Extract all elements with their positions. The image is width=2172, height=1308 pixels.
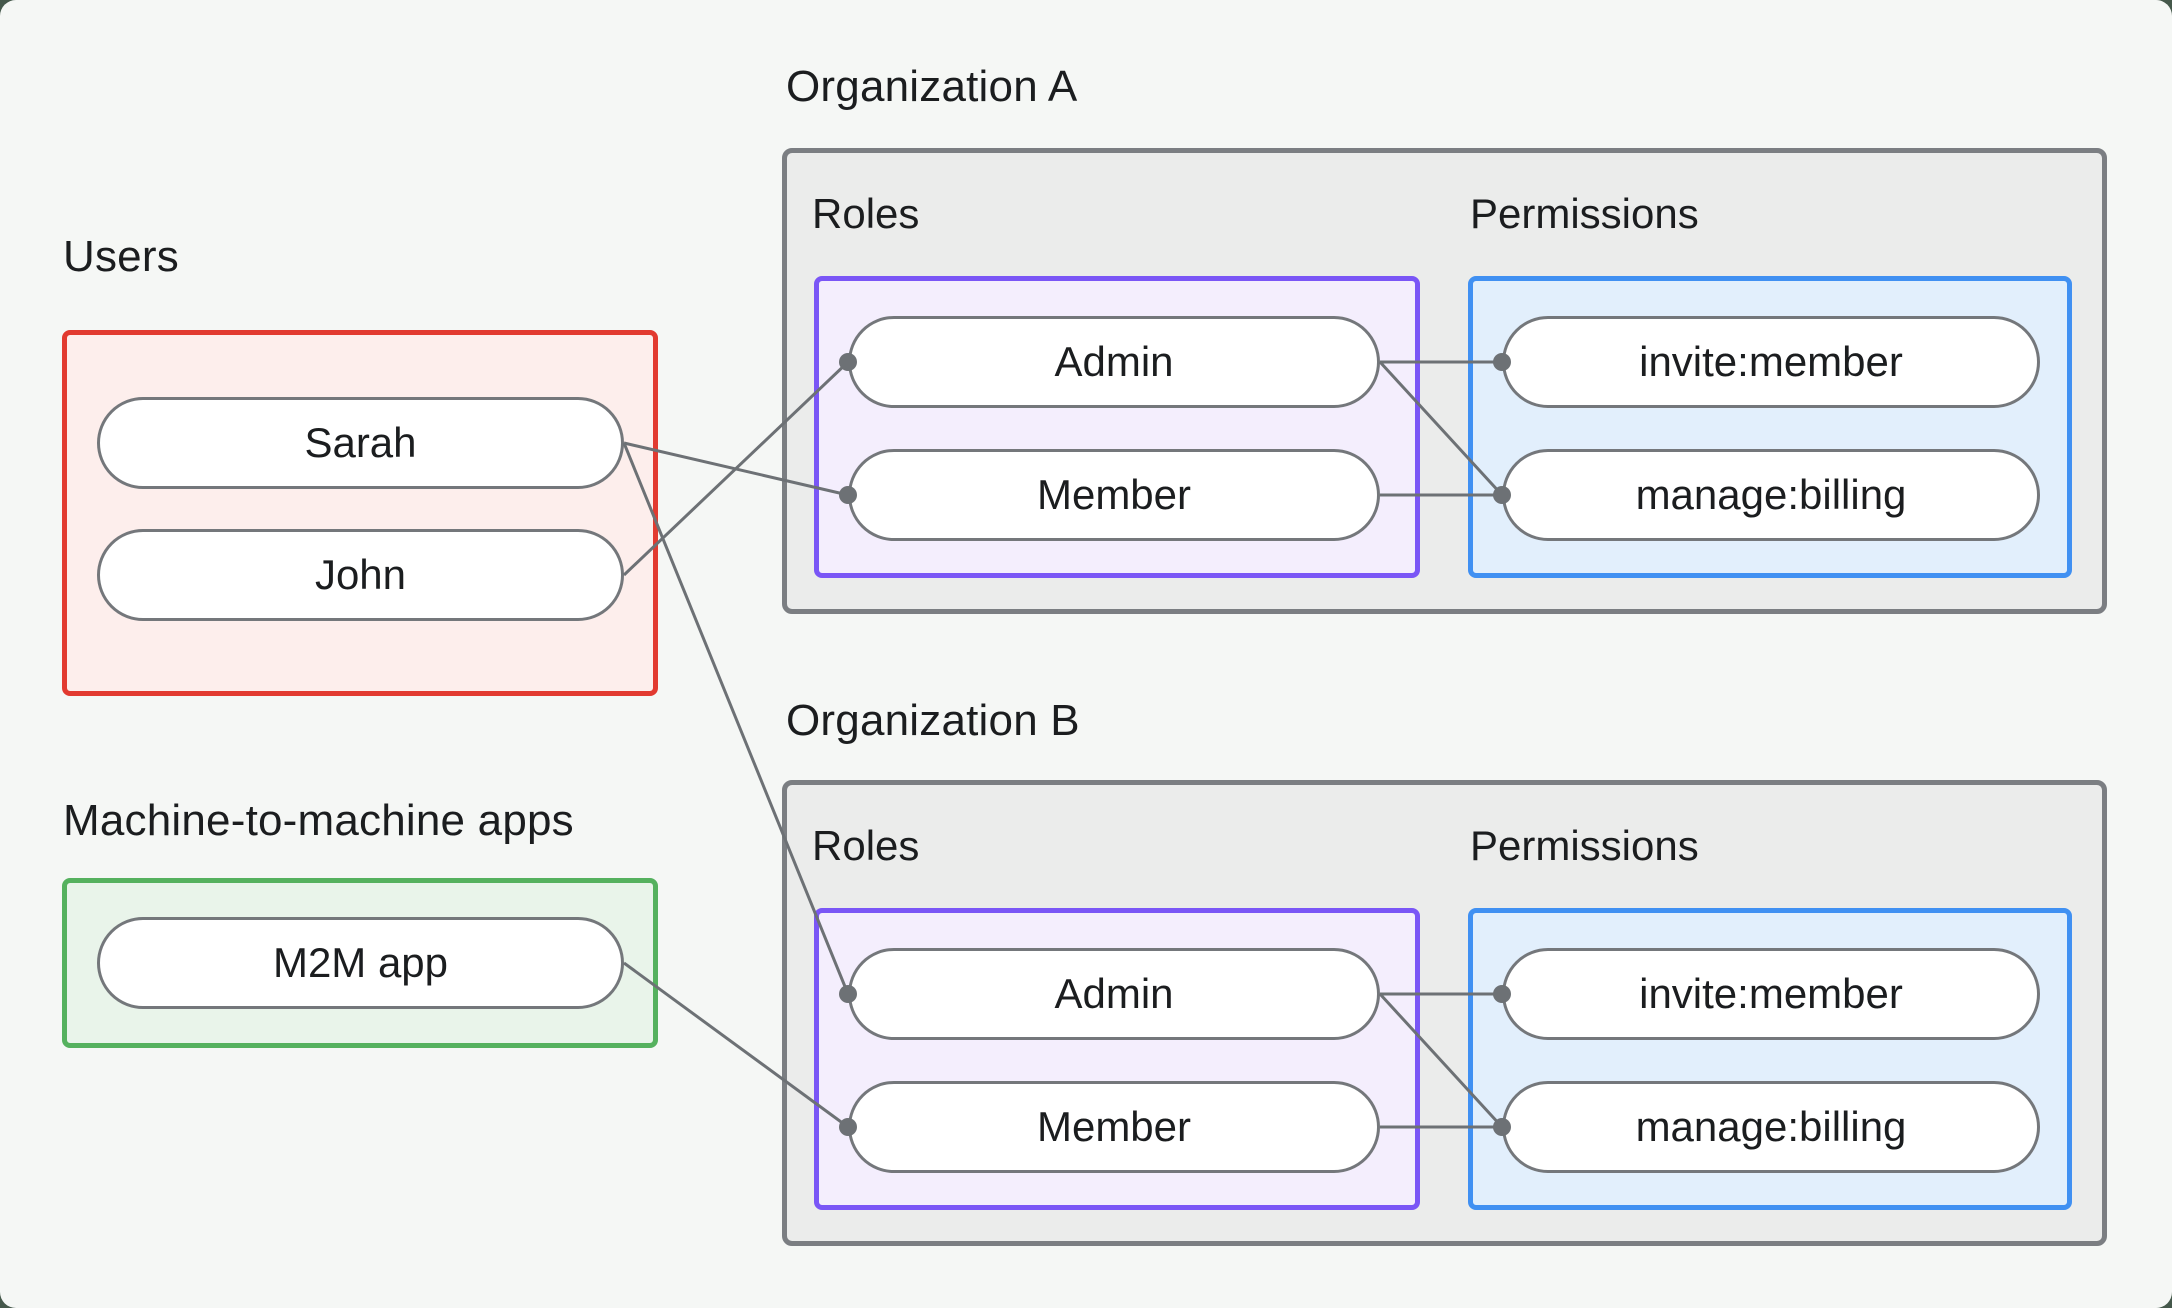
users-section-label: Users [63, 232, 179, 281]
user-node-sarah: Sarah [97, 397, 624, 489]
users-group-box [62, 330, 658, 696]
organization-a-label: Organization A [786, 62, 1078, 111]
organization-b-label: Organization B [786, 696, 1080, 745]
org-a-role-admin: Admin [848, 316, 1380, 408]
org-a-role-member: Member [848, 449, 1380, 541]
org-a-permission-manage-billing: manage:billing [1502, 449, 2040, 541]
org-b-permission-manage-billing: manage:billing [1502, 1081, 2040, 1173]
org-b-permissions-label: Permissions [1470, 822, 1699, 869]
user-node-john: John [97, 529, 624, 621]
org-b-role-member: Member [848, 1081, 1380, 1173]
org-a-permission-invite-member: invite:member [1502, 316, 2040, 408]
org-a-permissions-label: Permissions [1470, 190, 1699, 237]
org-b-role-admin: Admin [848, 948, 1380, 1040]
org-b-roles-label: Roles [812, 822, 920, 869]
org-a-roles-label: Roles [812, 190, 920, 237]
m2m-section-label: Machine-to-machine apps [63, 796, 574, 845]
org-b-permission-invite-member: invite:member [1502, 948, 2040, 1040]
m2m-app-node: M2M app [97, 917, 624, 1009]
